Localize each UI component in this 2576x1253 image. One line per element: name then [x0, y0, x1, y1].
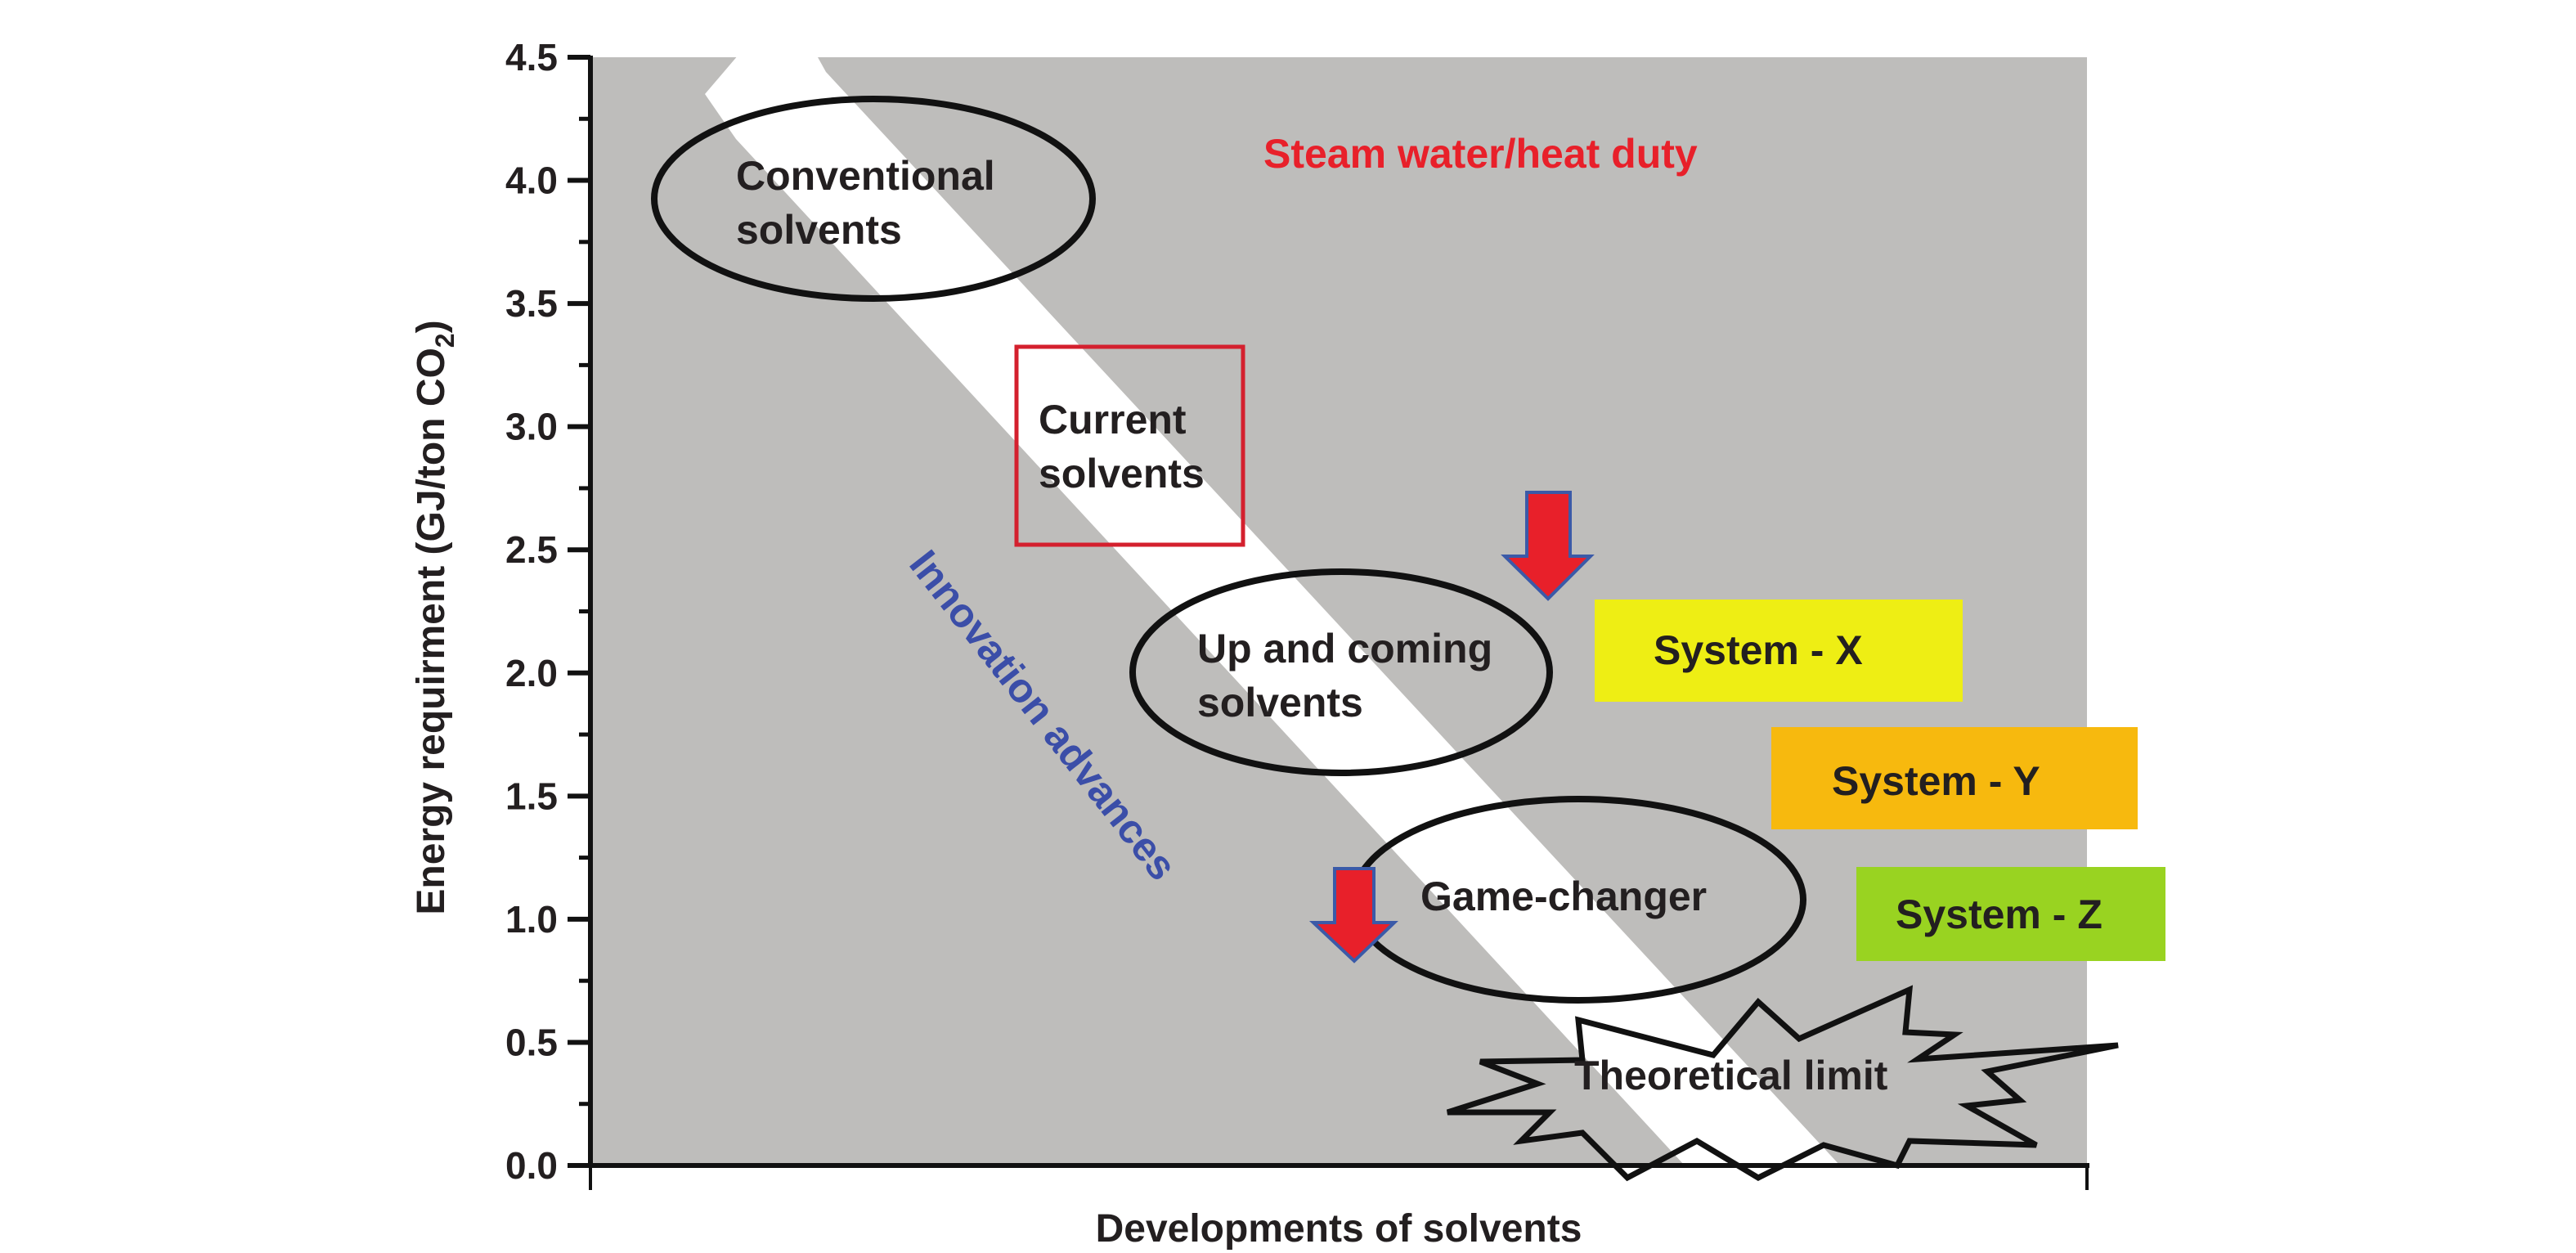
- y-axis-title-sub: 2: [430, 333, 460, 348]
- game-changer-group: Game-changer: [1350, 796, 1806, 1004]
- y-tick-label: 2.0: [505, 652, 558, 694]
- up-and-coming-ellipse: [1129, 568, 1553, 776]
- y-tick-label: 4.5: [505, 36, 558, 79]
- current-solvents-group: Current solvents: [1014, 344, 1245, 547]
- down-arrow-icon: [1501, 491, 1595, 601]
- system-x: System - X: [1595, 600, 1963, 702]
- conventional-solvents-ellipse: [651, 96, 1096, 302]
- y-axis-title-suffix: ): [410, 320, 453, 333]
- down-arrow-icon: [1308, 867, 1398, 963]
- y-tick-label: 3.0: [505, 406, 558, 448]
- y-axis-title-main: Energy requirment (GJ/ton CO: [410, 348, 453, 914]
- heat-duty-label: Steam water/heat duty: [1263, 131, 1698, 177]
- conventional-solvents-label-line2: solvents: [736, 207, 902, 253]
- y-axis-title: Energy requirment (GJ/ton CO2): [410, 320, 460, 914]
- y-axis: 0.0 0.5 1.0 1.5 2.0 2.5 3.0 3.5 4.0 4.5: [505, 36, 593, 1187]
- system-y-box: [1771, 727, 2138, 829]
- system-x-label: System - X: [1654, 627, 1863, 673]
- y-tick-label: 4.0: [505, 159, 558, 202]
- up-and-coming-label-line1: Up and coming: [1197, 626, 1492, 671]
- current-solvents-label-line2: solvents: [1039, 451, 1205, 496]
- system-z: System - Z: [1856, 867, 2165, 961]
- theoretical-limit-group: Theoretical limit: [1446, 985, 2119, 1182]
- innovation-band: [705, 10, 1840, 1165]
- up-and-coming-label-line2: solvents: [1197, 680, 1363, 725]
- current-solvents-box: [1014, 344, 1245, 547]
- x-axis: [588, 1163, 2089, 1190]
- y-tick-label: 2.5: [505, 528, 558, 571]
- y-tick-label: 1.5: [505, 775, 558, 817]
- system-z-box: [1856, 867, 2165, 961]
- theoretical-limit-starburst: [1446, 985, 2119, 1182]
- conventional-solvents-group: Conventional solvents: [651, 96, 1096, 302]
- y-tick-label: 1.0: [505, 898, 558, 941]
- system-y-label: System - Y: [1832, 758, 2040, 804]
- conventional-solvents-label-line1: Conventional: [736, 153, 995, 199]
- system-z-label: System - Z: [1896, 891, 2103, 937]
- theoretical-limit-label: Theoretical limit: [1574, 1053, 1888, 1098]
- system-y: System - Y: [1771, 727, 2138, 829]
- x-axis-title: Developments of solvents: [1096, 1207, 1582, 1251]
- up-and-coming-group: Up and coming solvents: [1129, 568, 1553, 776]
- system-x-box: [1595, 600, 1963, 702]
- y-tick-label: 3.5: [505, 282, 558, 325]
- y-tick-label: 0.0: [505, 1144, 558, 1187]
- current-solvents-label-line1: Current: [1039, 397, 1187, 442]
- game-changer-label: Game-changer: [1420, 874, 1707, 919]
- y-tick-label: 0.5: [505, 1021, 558, 1063]
